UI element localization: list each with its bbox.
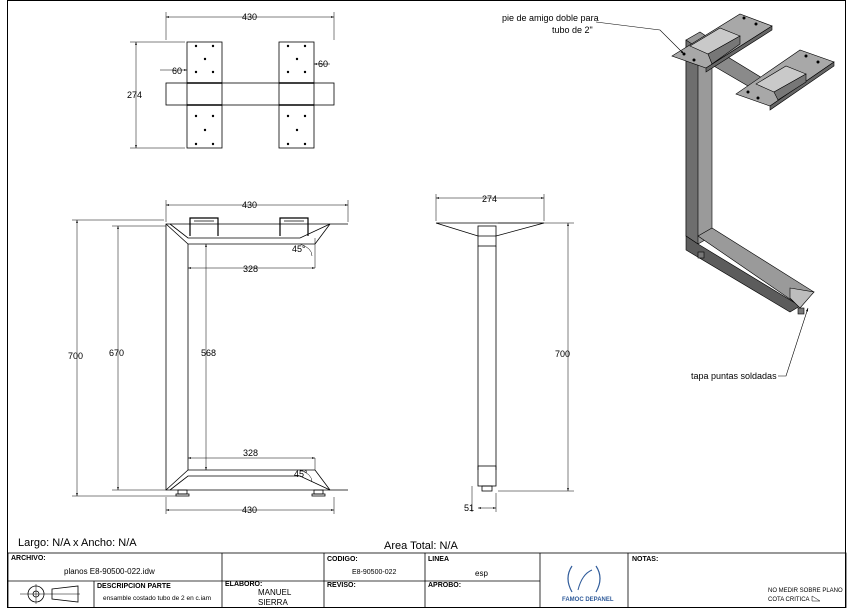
linea-value: esp (475, 569, 488, 578)
dim-front-top: 430 (242, 200, 257, 210)
company-name: FAMOC DEPANEL (562, 597, 614, 603)
dim-top-pad-left: 60 (172, 66, 182, 76)
archivo-value: planos E8-90500-022.idw (64, 567, 155, 576)
linea-label: LINEA (428, 556, 449, 563)
dim-front-height-total: 700 (68, 351, 83, 361)
dim-top-width: 430 (242, 12, 257, 22)
callout-tapa: tapa puntas soldadas (691, 371, 777, 381)
front-view (72, 200, 349, 514)
area-summary: Area Total: N/A (384, 540, 458, 552)
dim-angle-bottom: 45° (294, 469, 308, 479)
elaboro-value-2: SIERRA (258, 598, 288, 607)
dim-front-top-span: 328 (243, 264, 258, 274)
isometric-view (595, 13, 835, 377)
title-block-grid (7, 552, 847, 608)
descripcion-value: ensamble costado tubo de 2 en c.iam (103, 595, 212, 602)
elaboro-value-1: MANUEL (258, 588, 292, 597)
archivo-label: ARCHIVO: (11, 555, 46, 562)
notas-label: NOTAS: (632, 556, 659, 563)
dim-top-pad-right: 60 (318, 59, 328, 69)
dim-front-height-inner: 670 (109, 348, 124, 358)
callout-pie-line1: pie de amigo doble para (502, 13, 599, 23)
note-no-medir: NO MEDIR SOBRE PLANO (768, 588, 843, 594)
top-view (130, 12, 335, 149)
aprobo-label: APROBO: (428, 582, 462, 589)
side-view (435, 194, 574, 512)
codigo-value: E8-90500-022 (352, 569, 397, 576)
dim-side-height: 700 (555, 349, 570, 359)
dim-front-inner-height: 568 (201, 348, 216, 358)
dim-side-foot: 51 (464, 503, 474, 513)
elaboro-label: ELABORO: (225, 581, 263, 588)
dim-top-depth: 274 (127, 90, 142, 100)
note-cota-critica: COTA CRITICA (768, 597, 810, 603)
dim-angle-top: 45° (292, 244, 306, 254)
dim-front-bottom: 430 (242, 505, 257, 515)
callout-pie-line2: tubo de 2" (552, 25, 593, 35)
descripcion-label: DESCRIPCION PARTE (97, 583, 171, 590)
size-summary: Largo: N/A x Ancho: N/A (18, 537, 137, 549)
reviso-label: REVISO: (327, 582, 356, 589)
codigo-label: CODIGO: (327, 556, 358, 563)
dim-side-top: 274 (482, 194, 497, 204)
dim-front-bottom-span: 328 (243, 448, 258, 458)
